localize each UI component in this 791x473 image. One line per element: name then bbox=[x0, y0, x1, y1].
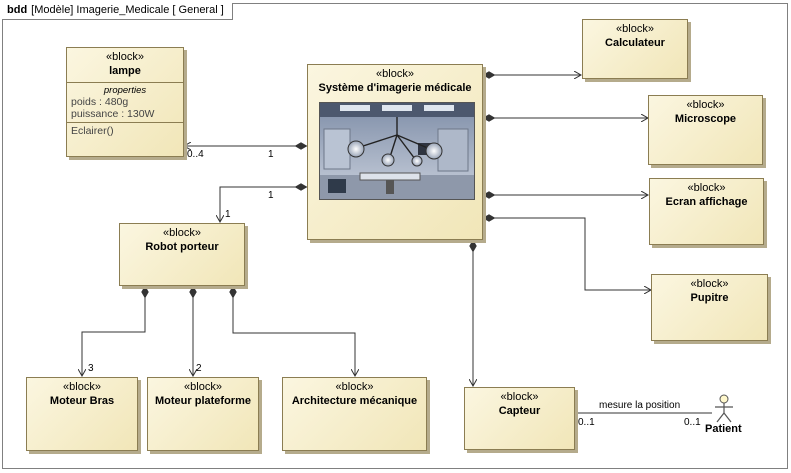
mult-lampe-end: 0..4 bbox=[187, 149, 204, 160]
assoc-systeme-pupitre bbox=[483, 218, 651, 290]
block-architecture-mecanique[interactable]: «block» Architecture mécanique bbox=[282, 377, 427, 451]
block-stereotype: «block» bbox=[376, 68, 414, 80]
properties-title: properties bbox=[103, 85, 147, 96]
block-stereotype: «block» bbox=[687, 182, 726, 194]
block-name: Capteur bbox=[498, 405, 541, 417]
block-stereotype: «block» bbox=[106, 51, 144, 63]
actor-patient-icon[interactable] bbox=[712, 394, 736, 424]
block-lampe[interactable]: «block» lampe properties poids : 480g pu… bbox=[66, 47, 184, 157]
mult-robot-end: 1 bbox=[225, 209, 231, 220]
block-stereotype: «block» bbox=[163, 227, 201, 239]
mult-lampe-sys-end: 1 bbox=[268, 149, 274, 160]
block-name: Microscope bbox=[674, 113, 737, 125]
property-poids: poids : 480g bbox=[71, 96, 129, 108]
block-stereotype: «block» bbox=[500, 391, 539, 403]
block-calculateur[interactable]: «block» Calculateur bbox=[582, 19, 688, 79]
mult-moteur-plateforme: 2 bbox=[196, 363, 202, 374]
block-capteur[interactable]: «block» Capteur bbox=[464, 387, 575, 450]
diagram-header: [Modèle] Imagerie_Medicale [ General ] bbox=[31, 4, 224, 16]
block-moteur-plateforme[interactable]: «block» Moteur plateforme bbox=[147, 377, 259, 451]
block-robot-porteur[interactable]: «block» Robot porteur bbox=[119, 223, 245, 286]
block-stereotype: «block» bbox=[63, 381, 101, 393]
block-pupitre[interactable]: «block» Pupitre bbox=[651, 274, 768, 341]
diagram-header-tab: bdd[Modèle] Imagerie_Medicale [ General … bbox=[2, 3, 233, 20]
block-systeme[interactable]: «block» Système d'imagerie médicale bbox=[307, 64, 483, 240]
block-stereotype: «block» bbox=[335, 381, 374, 393]
block-name: Système d'imagerie médicale bbox=[318, 82, 472, 94]
diagram-frame bbox=[2, 3, 788, 469]
property-puissance: puissance : 130W bbox=[71, 108, 155, 120]
block-name: Ecran affichage bbox=[665, 196, 748, 208]
block-stereotype: «block» bbox=[686, 99, 725, 111]
block-name: Moteur Bras bbox=[49, 395, 115, 407]
diagram-kind: bdd bbox=[7, 4, 28, 16]
assoc-systeme-robot bbox=[220, 187, 307, 222]
block-stereotype: «block» bbox=[184, 381, 222, 393]
mult-moteur-bras: 3 bbox=[88, 363, 94, 374]
block-name: Calculateur bbox=[605, 37, 665, 49]
block-stereotype: «block» bbox=[690, 278, 729, 290]
block-name: lampe bbox=[109, 65, 141, 77]
operations-compartment: Eclairer() bbox=[67, 122, 183, 139]
block-ecran-affichage[interactable]: «block» Ecran affichage bbox=[649, 178, 764, 245]
block-stereotype: «block» bbox=[616, 23, 654, 35]
operating-room-image bbox=[319, 102, 475, 200]
block-name: Architecture mécanique bbox=[291, 395, 418, 407]
actor-patient-name: Patient bbox=[705, 423, 742, 435]
mult-capteur-end: 0..1 bbox=[578, 417, 595, 428]
block-name: Pupitre bbox=[690, 292, 729, 304]
mult-robot-sys-end: 1 bbox=[268, 190, 274, 201]
association-label: mesure la position bbox=[599, 400, 681, 411]
block-moteur-bras[interactable]: «block» Moteur Bras bbox=[26, 377, 138, 451]
assoc-robot-moteur-bras bbox=[82, 286, 145, 376]
assoc-robot-architecture bbox=[233, 286, 355, 376]
block-name: Robot porteur bbox=[145, 241, 219, 253]
operation-eclairer: Eclairer() bbox=[71, 125, 114, 137]
block-microscope[interactable]: «block» Microscope bbox=[648, 95, 763, 165]
mult-patient-end: 0..1 bbox=[684, 417, 701, 428]
properties-compartment: properties poids : 480g puissance : 130W bbox=[67, 82, 183, 122]
block-name: Moteur plateforme bbox=[155, 395, 251, 407]
